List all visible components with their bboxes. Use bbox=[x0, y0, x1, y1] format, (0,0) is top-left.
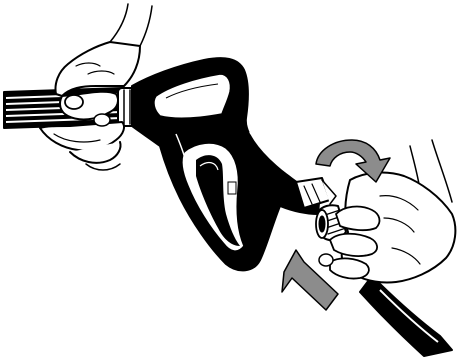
gun-coupling bbox=[295, 177, 337, 209]
high-pressure-hose bbox=[359, 275, 453, 357]
trigger-gun bbox=[131, 57, 321, 272]
curved-arrow-icon bbox=[315, 139, 391, 183]
left-hand bbox=[39, 3, 153, 171]
straight-arrow-icon bbox=[281, 249, 339, 311]
right-hand bbox=[318, 139, 457, 284]
